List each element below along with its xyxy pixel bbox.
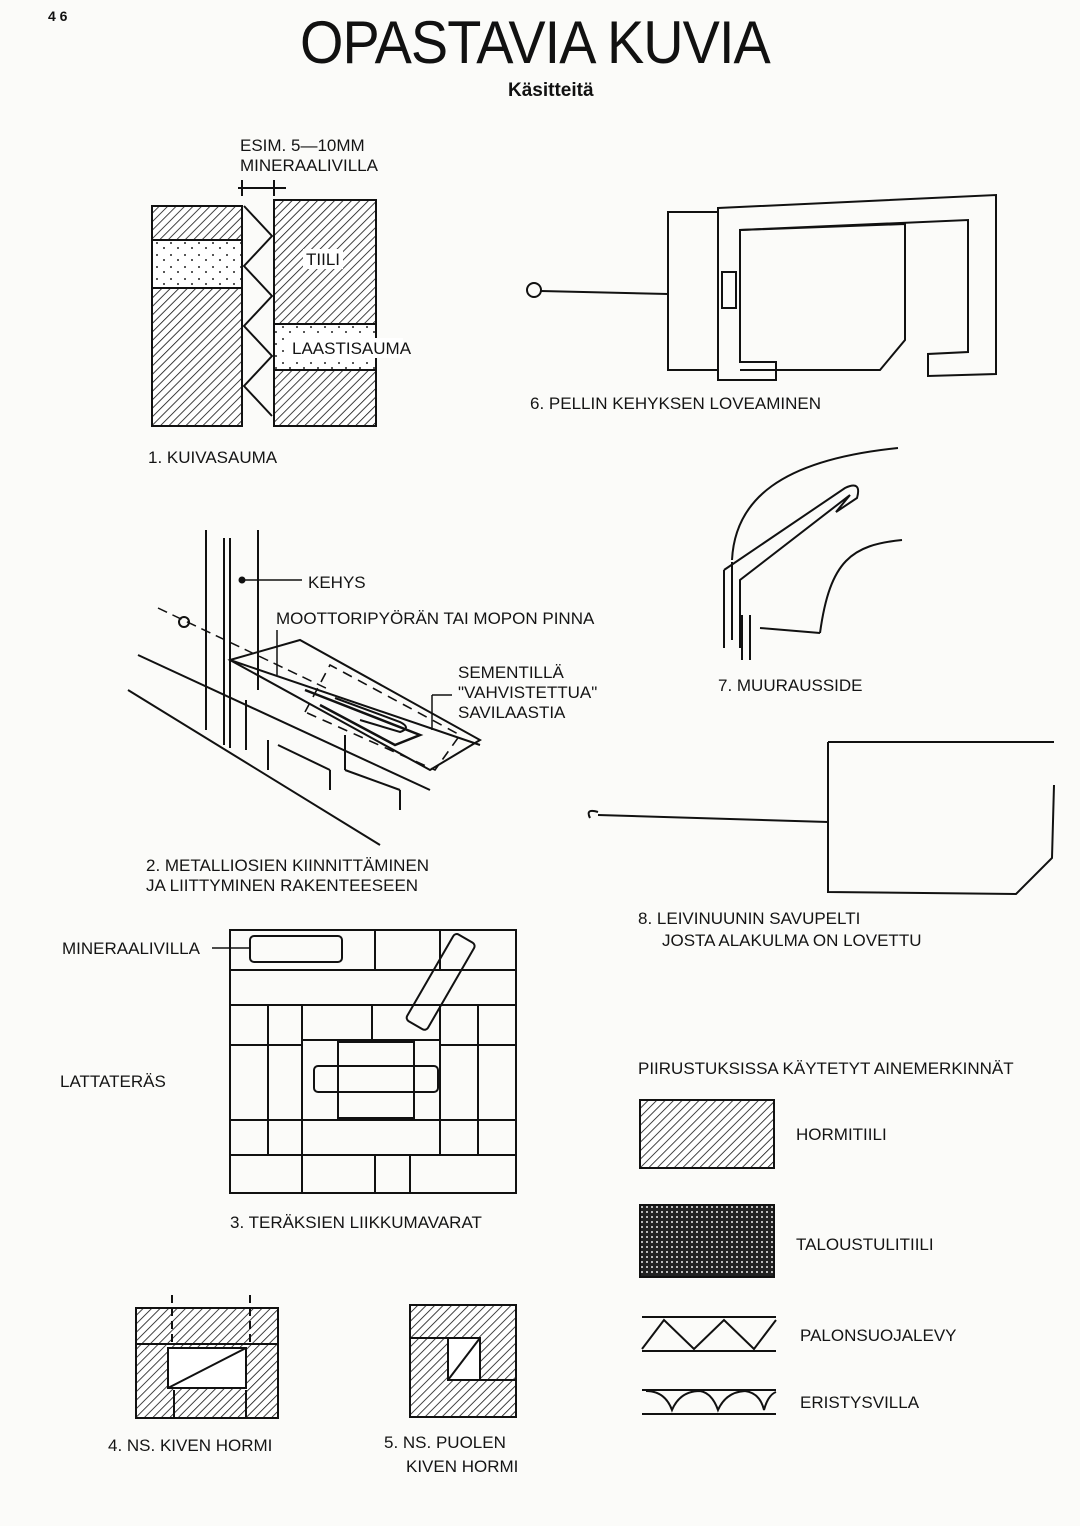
fig4-caption: 4. NS. KIVEN HORMI (108, 1436, 273, 1455)
fig2-caption-line1: 2. METALLIOSIEN KIINNITTÄMINEN (146, 856, 430, 875)
fig5-caption-line1: 5. NS. PUOLEN (384, 1433, 506, 1452)
fig3-label-mineraalivilla: MINERAALIVILLA (62, 939, 200, 958)
wave-icon (642, 1389, 777, 1415)
legend-label-eristysvilla: ERISTYSVILLA (800, 1393, 920, 1412)
page-title: OPASTAVIA KUVIA (300, 9, 771, 76)
fig2-caption-line2: JA LIITTYMINEN RAKENTEESEEN (146, 876, 419, 895)
legend-label-taloustulitiili: TALOUSTULITIILI (796, 1235, 934, 1254)
legend-label-palonsuojalevy: PALONSUOJALEVY (800, 1326, 957, 1345)
crosshatch-icon (639, 1204, 775, 1278)
fig2-note-line1: SEMENTILLÄ (458, 663, 564, 682)
fig2-note-line2: "VAHVISTETTUA" (458, 683, 598, 702)
figure-8-oven-damper (587, 741, 1055, 896)
figure-2-metal-fixing (127, 530, 482, 846)
fig2-label-kehys: KEHYS (308, 573, 366, 592)
fig1-caption: 1. KUIVASAUMA (148, 448, 278, 467)
legend-label-hormitiili: HORMITIILI (796, 1125, 887, 1144)
figure-5-half-brick-flue (409, 1304, 517, 1418)
fig1-dimension-label: ESIM. 5—10MM (240, 136, 365, 155)
fig5-caption-line2: KIVEN HORMI (406, 1457, 519, 1476)
figure-4-full-brick-flue (135, 1295, 279, 1419)
fig2-label-pinna: MOOTTORIPYÖRÄN TAI MOPON PINNA (276, 609, 595, 628)
diagonal-hatch-icon (639, 1099, 775, 1169)
fig1-label-tiili: TIILI (306, 250, 341, 269)
figure-1-dry-joint (151, 180, 403, 427)
figure-7-masonry-tie (723, 447, 903, 660)
fig8-caption-line2: JOSTA ALAKULMA ON LOVETTU (662, 931, 922, 950)
fig8-caption-line1: 8. LEIVINUUNIN SAVUPELTI (638, 909, 861, 928)
fig1-dimension-material: MINERAALIVILLA (240, 156, 378, 175)
fig3-label-lattateras: LATTATERÄS (60, 1072, 166, 1091)
figure-6-damper-frame (526, 193, 997, 381)
zigzag-icon (641, 1316, 777, 1352)
fig3-caption: 3. TERÄKSIEN LIIKKUMAVARAT (230, 1213, 482, 1232)
fig7-caption: 7. MUURAUSSIDE (718, 676, 863, 695)
fig2-note-line3: SAVILAASTIA (458, 703, 566, 722)
figure-3-steel-allowances (212, 929, 517, 1194)
page-number: 4 6 (48, 8, 68, 24)
legend-swatches (639, 1099, 777, 1415)
page-subtitle: Käsitteitä (508, 80, 594, 101)
legend-heading: PIIRUSTUKSISSA KÄYTETYT AINEMERKINNÄT (638, 1059, 1014, 1078)
fig1-label-laastisauma: LAASTISAUMA (292, 339, 412, 358)
fig6-caption: 6. PELLIN KEHYKSEN LOVEAMINEN (530, 394, 821, 413)
